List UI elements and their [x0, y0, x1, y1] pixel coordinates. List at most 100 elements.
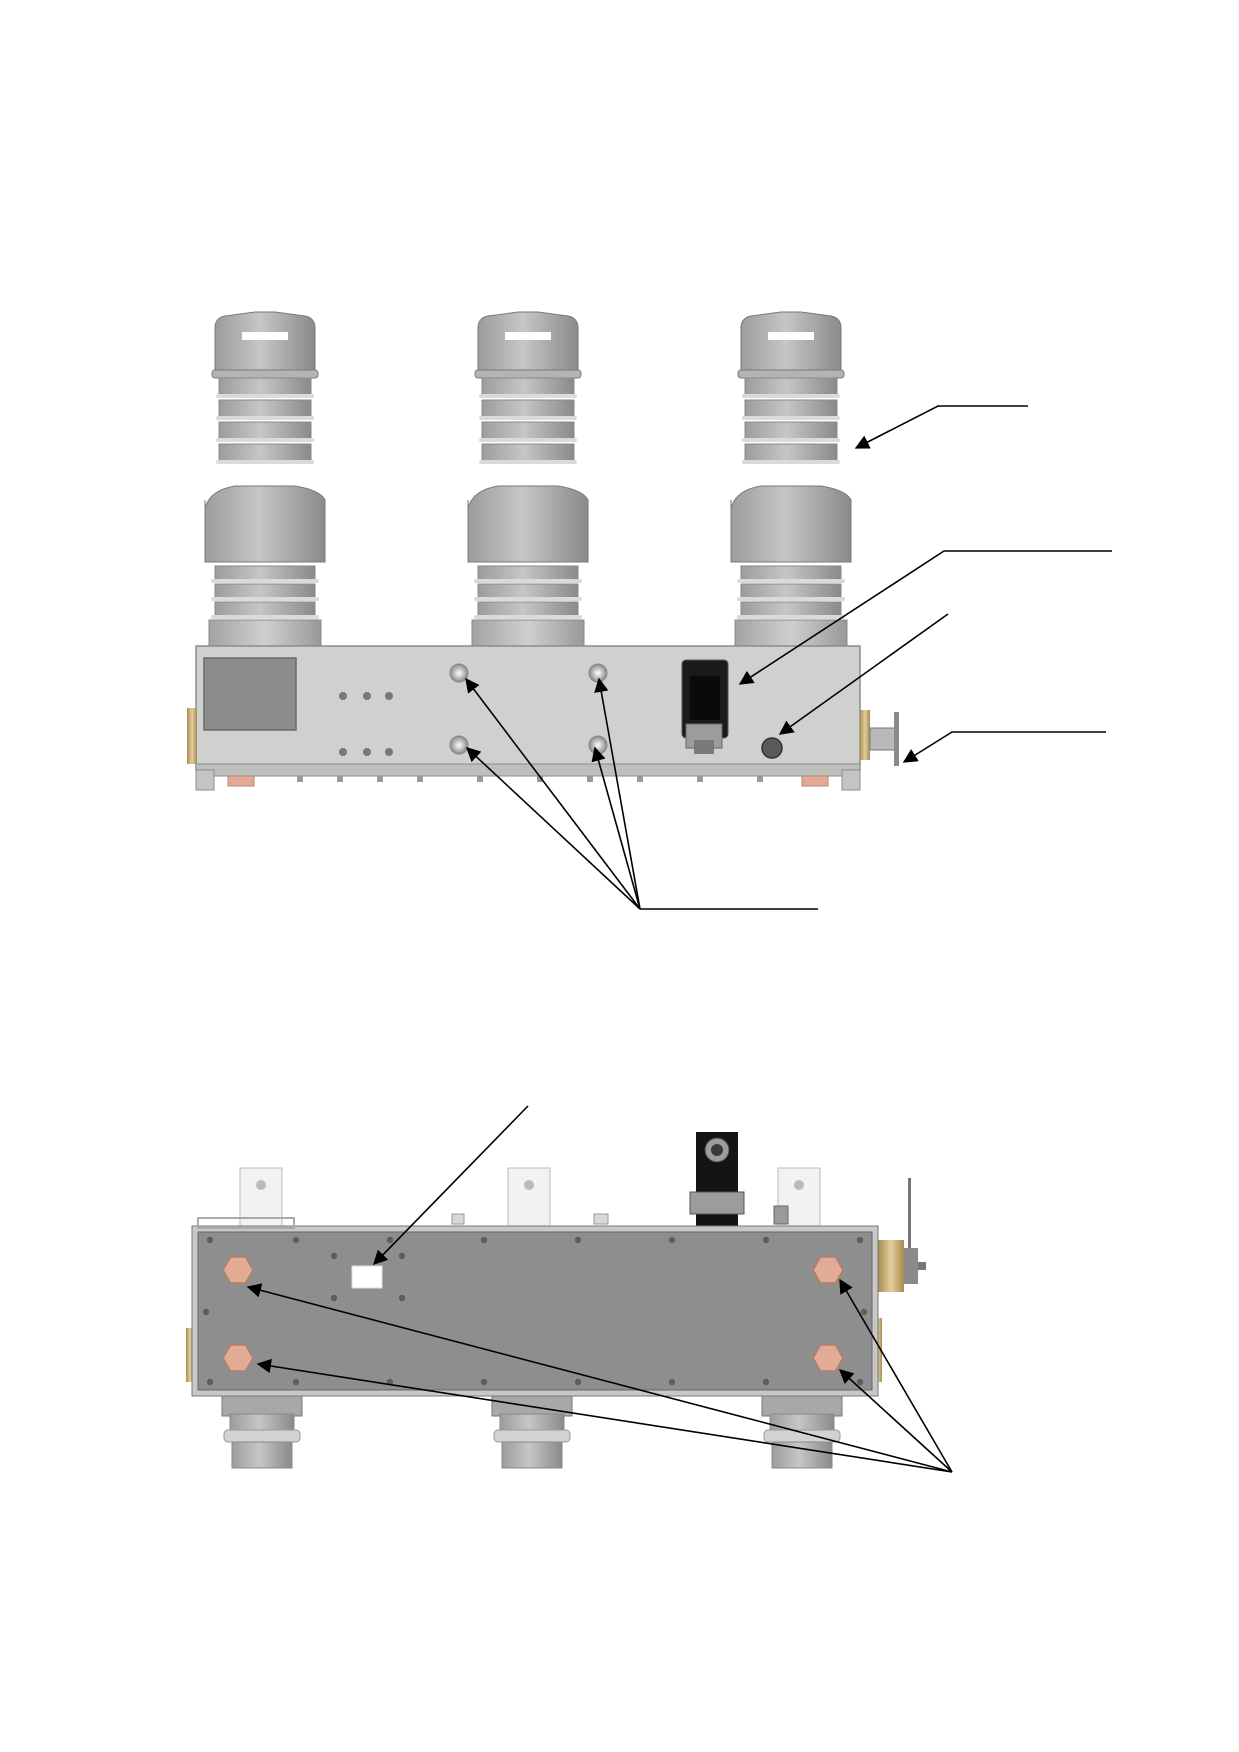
- solenoid-coil: [681, 659, 729, 754]
- copper-hex-boss: [812, 1344, 844, 1372]
- pole-shed: [218, 399, 312, 419]
- pole-shed-rim: [479, 438, 577, 442]
- plate-screw: [398, 1252, 406, 1260]
- leader-nameplate: [372, 1105, 529, 1266]
- pole-shed-rim: [479, 460, 577, 464]
- rivet: [637, 776, 643, 782]
- pole-lower-rim: [211, 579, 319, 583]
- rivet: [757, 776, 763, 782]
- small-hole-pattern: [339, 692, 393, 756]
- cover-plate: [203, 657, 297, 731]
- plate-screw: [762, 1378, 770, 1386]
- insulator-pole-1: [204, 311, 326, 647]
- pole-shed-rim: [742, 394, 840, 398]
- copper-terminal-left: [227, 775, 255, 787]
- pole-lower-rim: [211, 597, 319, 601]
- leaders-bottom: [246, 1105, 953, 1473]
- pole-cap: [477, 311, 579, 373]
- insulator-pole-3: [730, 311, 852, 647]
- lifting-bolt: [588, 735, 608, 755]
- pole-cap: [740, 311, 842, 373]
- side-shaft: [869, 712, 899, 766]
- end-rim: [493, 1429, 571, 1443]
- pole-cap-label: [768, 332, 814, 340]
- rivet: [697, 776, 703, 782]
- pole-lower-rim: [737, 615, 845, 619]
- insulator-end: [491, 1395, 573, 1469]
- plate-screw: [762, 1236, 770, 1244]
- pole-shed: [481, 443, 575, 463]
- leader-hex-1: [246, 1283, 953, 1473]
- leader-hex-2: [256, 1358, 953, 1473]
- pole-lower-rim: [211, 615, 319, 619]
- copper-terminal-right: [801, 775, 829, 787]
- plate-screw: [856, 1378, 864, 1386]
- pole-shed: [744, 421, 838, 441]
- end-rim: [223, 1429, 301, 1443]
- pole-shed: [744, 399, 838, 419]
- pole-collar: [730, 485, 852, 563]
- plate-screw: [386, 1236, 394, 1244]
- rivet: [587, 776, 593, 782]
- insulator-end: [221, 1395, 303, 1469]
- plate-screw: [480, 1236, 488, 1244]
- pole-shed: [744, 443, 838, 463]
- pole-shed: [481, 377, 575, 397]
- nameplate: [351, 1265, 383, 1289]
- status-indicator: [761, 737, 783, 759]
- housing-front-plate: [195, 645, 861, 771]
- leader-coil: [738, 550, 1112, 685]
- top-fittings: [451, 1205, 789, 1225]
- leader-shaft: [902, 731, 1106, 763]
- plate-screw: [668, 1236, 676, 1244]
- pole-shed-rim: [742, 460, 840, 464]
- rivet: [477, 776, 483, 782]
- small-hole: [363, 748, 371, 756]
- pole-lower-rim: [474, 615, 582, 619]
- lifting-bolt: [449, 735, 469, 755]
- small-hole: [363, 692, 371, 700]
- pole-shed: [744, 377, 838, 397]
- rivet: [417, 776, 423, 782]
- plate-screw: [574, 1236, 582, 1244]
- pole-shed-rim: [742, 438, 840, 442]
- pole-cap-label: [505, 332, 551, 340]
- copper-hex-boss: [222, 1344, 254, 1372]
- pole-cap-rim: [737, 369, 845, 379]
- leader-hex-3: [839, 1278, 953, 1473]
- plate-screw: [860, 1308, 868, 1316]
- coil-bottom: [689, 1132, 745, 1226]
- insulator-ends: [221, 1395, 843, 1469]
- plate-screw: [668, 1378, 676, 1386]
- bottom-plate: [197, 1231, 873, 1391]
- plate-screw: [330, 1294, 338, 1302]
- plate-screw: [292, 1236, 300, 1244]
- pole-base: [208, 619, 322, 647]
- pole-base: [471, 619, 585, 647]
- plate-screw: [206, 1236, 214, 1244]
- leader-indicator: [778, 613, 949, 735]
- pole-shed-rim: [216, 394, 314, 398]
- insulator-poles: [204, 311, 852, 647]
- terminal-tabs: [239, 1167, 821, 1227]
- small-hole: [339, 692, 347, 700]
- insulator-pole-2: [467, 311, 589, 647]
- front-view: [187, 311, 1112, 910]
- leader-lift-3: [465, 747, 641, 910]
- leader-lift-1: [465, 677, 641, 910]
- pole-cap: [214, 311, 316, 373]
- plate-screws: [202, 1236, 868, 1386]
- bottom-plate-bracket: [197, 1217, 295, 1229]
- rivet: [537, 776, 543, 782]
- pole-cap-rim: [474, 369, 582, 379]
- leader-insulator: [854, 405, 1028, 449]
- pole-cap-label: [242, 332, 288, 340]
- end-lower: [231, 1441, 293, 1469]
- pole-base: [734, 619, 848, 647]
- leader-hex-4: [838, 1369, 953, 1473]
- pole-lower-rim: [737, 579, 845, 583]
- bottom-view: [186, 1105, 953, 1473]
- lifting-bolt: [449, 663, 469, 683]
- leaders-front: [465, 405, 1112, 910]
